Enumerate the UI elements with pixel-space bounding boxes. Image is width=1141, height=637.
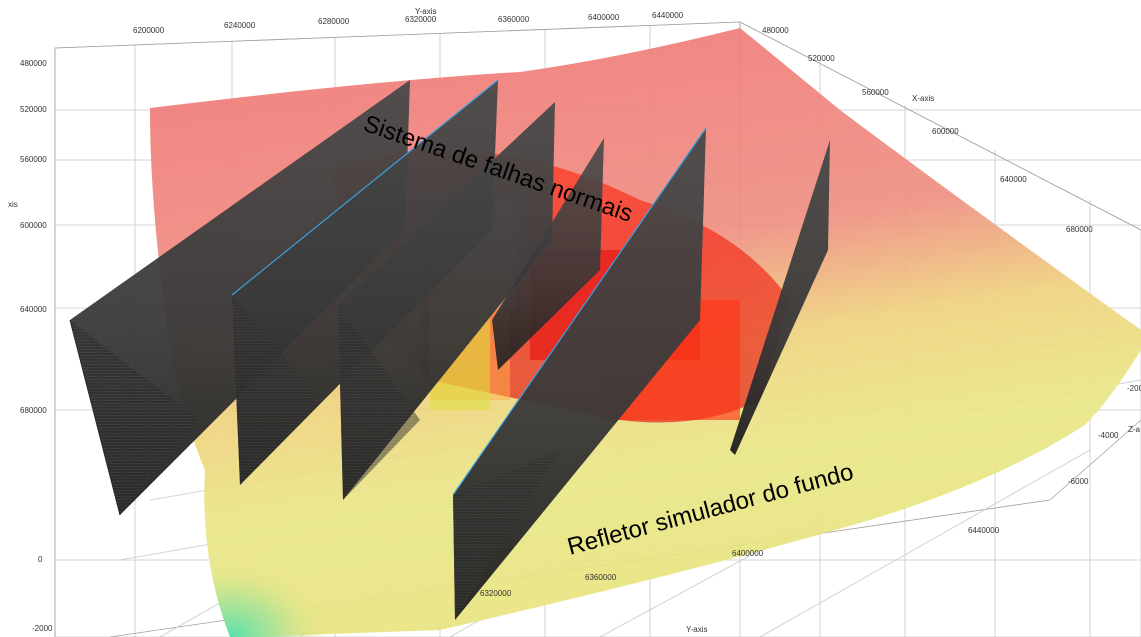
x-tick: 680000 bbox=[20, 406, 47, 415]
y-tick: 6360000 bbox=[585, 573, 617, 582]
y-tick: 6360000 bbox=[498, 15, 530, 24]
x-axis-left: xis 480000 520000 560000 600000 640000 6… bbox=[8, 59, 47, 415]
x-tick: 480000 bbox=[762, 26, 789, 35]
y-axis-bottom: 6320000 6360000 6400000 6440000 Y-axis bbox=[480, 526, 1000, 634]
y-tick: 6440000 bbox=[652, 11, 684, 20]
fault-plane-4 bbox=[492, 138, 604, 370]
x-tick: 640000 bbox=[20, 305, 47, 314]
x-axis-title-left: xis bbox=[8, 200, 18, 209]
y-tick: 6320000 bbox=[405, 15, 437, 24]
y-tick: 6440000 bbox=[968, 526, 1000, 535]
y-tick: 6240000 bbox=[224, 21, 256, 30]
x-tick: 520000 bbox=[808, 54, 835, 63]
z-tick: -2000 bbox=[32, 624, 53, 633]
z-tick: -4000 bbox=[1098, 431, 1119, 440]
y-axis-title-top: Y-axis bbox=[415, 7, 437, 16]
x-tick: 560000 bbox=[20, 155, 47, 164]
y-tick: 6200000 bbox=[133, 26, 165, 35]
y-tick: 6280000 bbox=[318, 17, 350, 26]
x-tick: 480000 bbox=[20, 59, 47, 68]
y-tick: 6400000 bbox=[732, 549, 764, 558]
y-tick: 6400000 bbox=[588, 13, 620, 22]
x-tick: 520000 bbox=[20, 105, 47, 114]
z-axis: -200 -4000 Z-a -6000 0 -2000 bbox=[32, 384, 1141, 633]
fault-plane-6 bbox=[730, 140, 830, 455]
y-axis-top: Y-axis 6200000 6240000 6280000 6320000 6… bbox=[133, 7, 684, 35]
y-tick: 6320000 bbox=[480, 589, 512, 598]
x-tick: 560000 bbox=[862, 88, 889, 97]
x-axis-right: 480000 520000 560000 X-axis 600000 64000… bbox=[762, 26, 1093, 234]
y-axis-title-bottom: Y-axis bbox=[686, 625, 708, 634]
z-axis-title: Z-a bbox=[1128, 425, 1141, 434]
x-tick: 640000 bbox=[1000, 175, 1027, 184]
x-tick: 680000 bbox=[1066, 225, 1093, 234]
z-tick: 0 bbox=[38, 555, 43, 564]
z-tick: -6000 bbox=[1068, 477, 1089, 486]
x-tick: 600000 bbox=[932, 127, 959, 136]
x-axis-title-right: X-axis bbox=[912, 94, 934, 103]
fault-planes[interactable] bbox=[69, 79, 830, 620]
z-tick: -200 bbox=[1127, 384, 1141, 393]
x-tick: 600000 bbox=[20, 221, 47, 230]
